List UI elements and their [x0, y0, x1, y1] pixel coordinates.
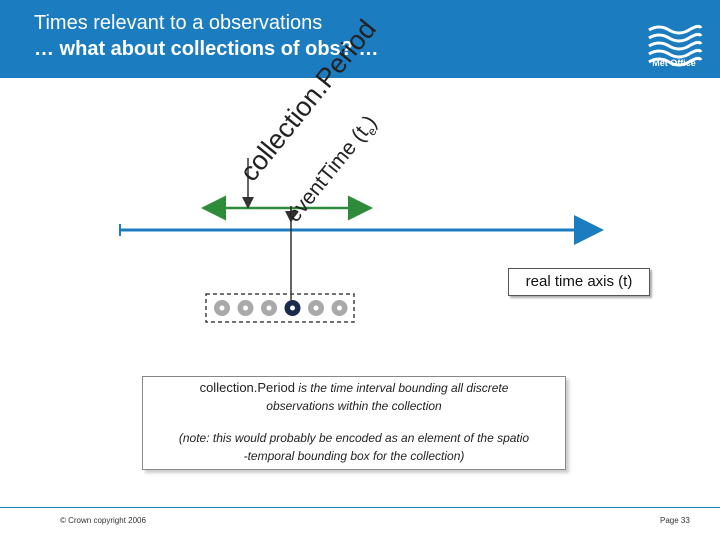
explanation-note-line-2: -temporal bounding box for the collectio…	[243, 449, 465, 463]
observation-marker-center	[266, 305, 272, 311]
copyright-text: © Crown copyright 2006	[60, 516, 146, 525]
met-office-logo-text: Met Office	[652, 58, 696, 68]
slide-title-line-1: Times relevant to a observations	[34, 12, 323, 34]
met-office-wave-icon	[645, 22, 703, 67]
slide-title-line-2: … what about collections of obs? …	[34, 38, 379, 60]
header-bar: Times relevant to a observations … what …	[0, 0, 720, 78]
observation-group-box	[205, 293, 355, 323]
observation-marker-center	[219, 305, 225, 311]
observation-marker-center	[243, 305, 248, 311]
observation-marker-center	[290, 305, 295, 311]
observation-marker-center	[313, 305, 319, 311]
observation-markers	[214, 300, 348, 316]
real-time-axis-label: real time axis (t)	[508, 268, 650, 296]
page-number: Page 33	[660, 516, 690, 525]
explanation-line-2: observations within the collection	[266, 399, 442, 413]
explanation-line-1-rest: is the time interval bounding all discre…	[294, 381, 509, 395]
explanation-box: collection.Period is the time interval b…	[142, 376, 566, 470]
footer-divider	[0, 507, 720, 508]
collection-period-term: collection.Period	[199, 380, 295, 395]
observation-marker-center	[337, 305, 342, 311]
explanation-note-line-1: (note: this would probably be encoded as…	[178, 431, 530, 445]
time-diagram	[119, 158, 604, 323]
explanation-line-1: collection.Period is the time interval b…	[143, 380, 565, 395]
